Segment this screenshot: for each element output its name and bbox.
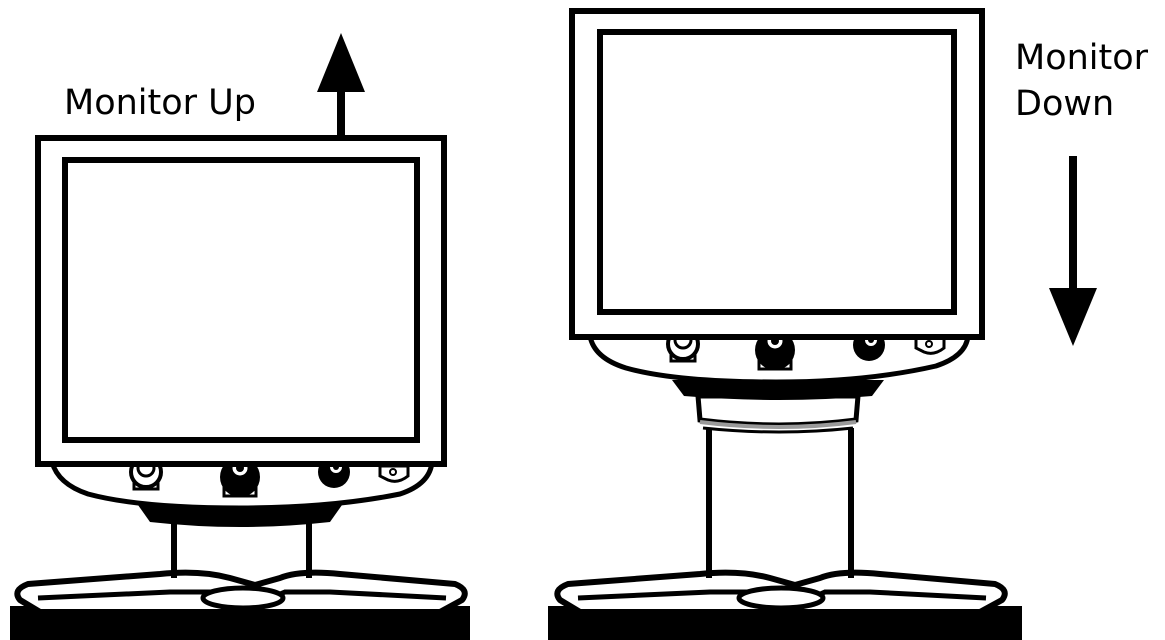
monitor-down-label-line2: Down <box>1015 84 1115 124</box>
right-base <box>548 569 1022 640</box>
monitor-up-unit <box>10 33 470 640</box>
monitor-up-label: Monitor Up <box>64 83 257 123</box>
left-monitor <box>35 135 447 467</box>
left-base <box>10 569 470 640</box>
monitor-down-label-line1: Monitor <box>1015 38 1149 78</box>
left-stand <box>138 505 342 578</box>
right-stand <box>672 380 884 578</box>
monitor-down-unit <box>548 8 1097 640</box>
right-power-button <box>914 336 946 355</box>
left-power-button <box>378 464 410 483</box>
arrow-down-icon <box>1049 156 1097 346</box>
arrow-up-icon <box>317 33 365 138</box>
right-monitor <box>569 8 985 340</box>
